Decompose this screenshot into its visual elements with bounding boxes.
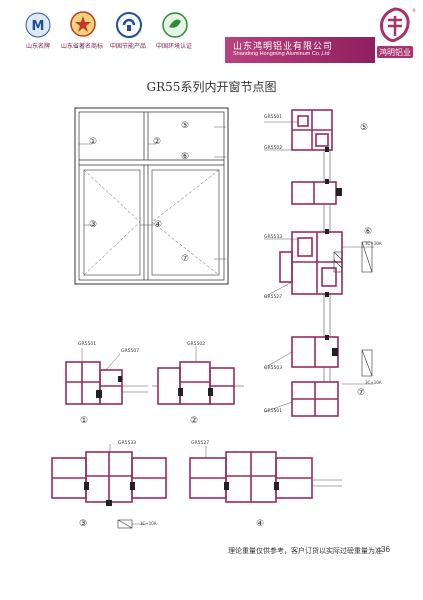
glass-dim-label: 3C+10A bbox=[365, 380, 382, 385]
node-marker: ② bbox=[190, 416, 199, 426]
profile-label: GR5533 bbox=[118, 441, 137, 446]
node-marker: ⑤ bbox=[181, 121, 190, 131]
node-marker: ⑦ bbox=[181, 254, 190, 264]
profile-label: GR5501 bbox=[264, 115, 283, 120]
profile-label: GR5533 bbox=[264, 235, 283, 240]
node-marker: ⑤ bbox=[360, 123, 369, 133]
profile-label: GR5501 bbox=[264, 409, 283, 414]
badge-label: 山东名牌 bbox=[25, 43, 50, 50]
profile-label: GR5502 bbox=[264, 146, 283, 151]
node1-section-drawing bbox=[65, 348, 148, 405]
badge-label: 中国环境认证 bbox=[155, 43, 192, 50]
green-cert-icon bbox=[162, 12, 188, 38]
page-title: GR55系列内开窗节点图 bbox=[146, 80, 277, 94]
node-marker: ③ bbox=[89, 220, 98, 230]
node-marker: ⑥ bbox=[364, 227, 373, 237]
svg-text:鸿明铝业: 鸿明铝业 bbox=[379, 47, 411, 57]
star-badge-icon bbox=[70, 11, 96, 37]
profile-label: GR5527 bbox=[264, 295, 283, 300]
node-marker: ⑦ bbox=[357, 388, 366, 398]
node2-section-drawing bbox=[152, 346, 244, 405]
profile-label: GR5527 bbox=[191, 441, 210, 446]
node-marker: ① bbox=[80, 416, 89, 426]
glass-dim-label: 3C+10A bbox=[365, 241, 382, 246]
window-elevation bbox=[74, 107, 229, 285]
profile-label: GR5502 bbox=[187, 342, 206, 347]
badge-label: 中国节能产品 bbox=[109, 43, 146, 50]
brand-logo-icon: 鸿明铝业 ® bbox=[377, 7, 416, 58]
vertical-section-drawing bbox=[263, 109, 374, 417]
svg-text:®: ® bbox=[412, 8, 416, 13]
m-badge-icon: M bbox=[25, 12, 51, 38]
node-marker: ④ bbox=[256, 519, 265, 529]
energy-saving-icon bbox=[116, 12, 142, 38]
company-banner: 山东鸿明铝业有限公司 Shandong Hongming Aluminum Co… bbox=[225, 37, 375, 63]
node-marker: ④ bbox=[154, 220, 163, 230]
profile-label: GR5501 bbox=[78, 342, 97, 347]
company-name-en: Shandong Hongming Aluminum Co.,Ltd bbox=[233, 51, 330, 57]
node3-section-drawing bbox=[51, 444, 167, 529]
profile-label: GR5503 bbox=[264, 366, 283, 371]
node-marker: ① bbox=[89, 137, 98, 147]
node-marker: ⑥ bbox=[181, 152, 190, 162]
node-marker: ③ bbox=[79, 519, 88, 529]
node4-section-drawing bbox=[189, 446, 342, 503]
badge-label: 山东省著名商标 bbox=[60, 43, 103, 50]
page-number: 36 bbox=[381, 545, 390, 554]
svg-text:M: M bbox=[32, 19, 45, 34]
profile-label: GR5507 bbox=[121, 349, 140, 354]
company-name-cn: 山东鸿明铝业有限公司 bbox=[233, 42, 334, 52]
glass-dim-label: 3C+10A bbox=[140, 521, 157, 526]
node-marker: ② bbox=[153, 137, 162, 147]
footer-note: 理论重量仅供参考，客户订货以实际过磅重量为准 bbox=[228, 547, 382, 555]
